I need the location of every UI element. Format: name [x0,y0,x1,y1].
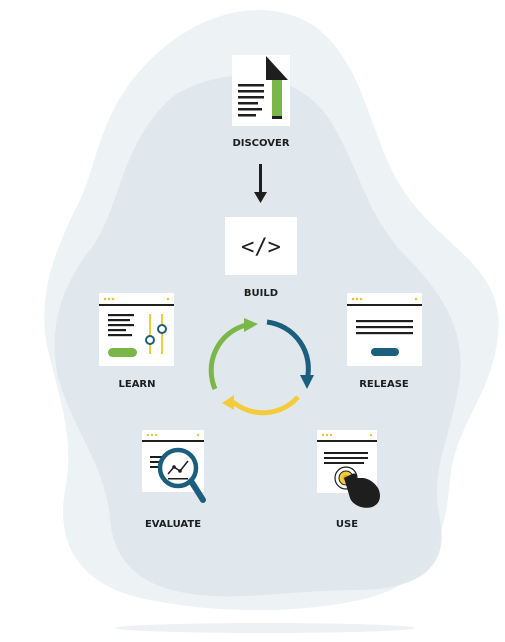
step-label-learn: LEARN [118,379,155,390]
code-brackets-icon: </> [225,217,297,275]
step-label-release: RELEASE [359,379,409,390]
step-label-discover: DISCOVER [232,138,289,149]
release-window-icon [347,293,422,366]
arrow-down-icon [254,164,267,203]
hand-tap-window-icon [317,430,380,508]
ground-shadow [115,623,415,633]
document-with-pencil-icon [232,55,290,126]
svg-text:</>: </> [241,235,281,260]
cycle-arrows-icon [208,318,314,416]
step-label-use: USE [336,519,358,530]
settings-sliders-window-icon [99,293,174,366]
step-label-build: BUILD [244,288,278,299]
magnifier-chart-window-icon [142,430,206,503]
step-label-evaluate: EVALUATE [145,519,201,530]
